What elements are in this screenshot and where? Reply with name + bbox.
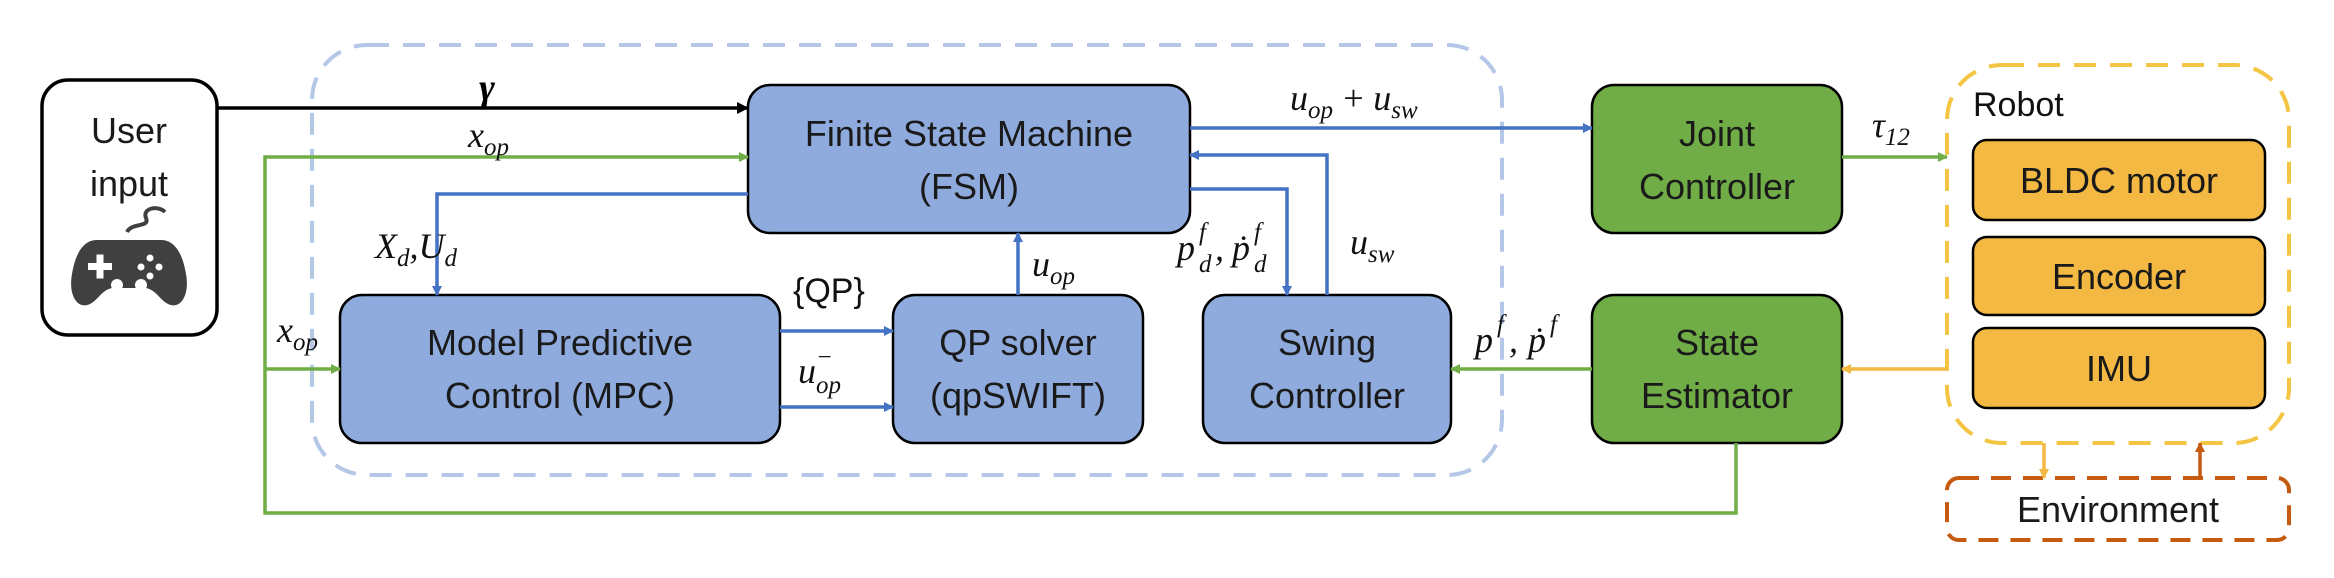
svg-text:d: d xyxy=(1199,251,1212,278)
arrow-xop-to-fsm xyxy=(263,152,749,507)
label-pf: p f , ṗ f xyxy=(1472,311,1560,360)
user-input-line1: User xyxy=(91,110,167,151)
label-uop-minus: uop xyxy=(798,351,841,399)
imu-label: IMU xyxy=(2086,348,2152,389)
label-pdf: p f d , ṗ f d xyxy=(1174,219,1267,278)
robot-title: Robot xyxy=(1973,86,2064,124)
label-qp-set: {QP} xyxy=(793,272,865,310)
svg-text:f: f xyxy=(1254,219,1264,246)
svg-text:f: f xyxy=(1199,219,1209,246)
arrow-fsm-to-mpc xyxy=(432,192,748,296)
bldc-motor-box: BLDC motor xyxy=(1971,138,2267,222)
svg-text:f: f xyxy=(1497,311,1507,338)
label-gamma: γ xyxy=(479,67,495,109)
state-estimator-block: State Estimator xyxy=(1590,293,1844,445)
label-uop-plus-usw: uop+usw xyxy=(1290,78,1418,124)
arrow-swing-to-fsm xyxy=(1189,150,1329,295)
swing-line2: Controller xyxy=(1249,375,1405,416)
encoder-box: Encoder xyxy=(1971,235,2267,317)
label-xop-top: xop xyxy=(467,115,509,161)
joint-line1: Joint xyxy=(1679,113,1755,154)
mpc-line2: Control (MPC) xyxy=(445,375,675,416)
user-input-line2: input xyxy=(90,163,168,204)
environment-label: Environment xyxy=(2017,489,2219,530)
environment-block: Environment xyxy=(1945,476,2291,542)
joint-line2: Controller xyxy=(1639,166,1795,207)
mpc-line1: Model Predictive xyxy=(427,322,693,363)
svg-text:d: d xyxy=(1254,251,1267,278)
svg-text:p: p xyxy=(1472,320,1493,360)
fsm-block: Finite State Machine (FSM) xyxy=(746,83,1192,235)
label-usw: usw xyxy=(1350,222,1395,268)
arrow-state-feedback xyxy=(263,443,1738,515)
qp-solver-line2: (qpSWIFT) xyxy=(930,375,1106,416)
svg-text:,: , xyxy=(1215,228,1224,268)
label-xop-left: xop xyxy=(276,310,318,356)
controller-boundary xyxy=(310,43,1504,477)
mpc-block: Model Predictive Control (MPC) xyxy=(338,293,782,445)
gamepad-icon xyxy=(71,206,187,306)
state-est-line1: State xyxy=(1675,322,1759,363)
swing-controller-block: Swing Controller xyxy=(1201,293,1453,445)
bldc-motor-label: BLDC motor xyxy=(2020,160,2218,201)
label-tau: τ12 xyxy=(1872,105,1910,151)
state-est-line2: Estimator xyxy=(1641,375,1793,416)
swing-line1: Swing xyxy=(1278,322,1376,363)
arrow-fsm-to-swing xyxy=(1190,187,1292,296)
svg-text:p: p xyxy=(1174,228,1195,268)
label-xd-ud: Xd,Ud xyxy=(373,226,458,272)
joint-controller-block: Joint Controller xyxy=(1590,83,1844,235)
label-uop-up: uop xyxy=(1032,244,1075,290)
label-uop-minus-sup: − xyxy=(816,344,833,371)
svg-text:f: f xyxy=(1550,311,1560,338)
fsm-line1: Finite State Machine xyxy=(805,113,1133,154)
robot-container: Robot BLDC motor Encoder IMU xyxy=(1945,63,2291,445)
encoder-label: Encoder xyxy=(2052,256,2186,297)
imu-box: IMU xyxy=(1971,326,2267,410)
user-input-block: User input xyxy=(40,78,219,337)
svg-text:ṗ: ṗ xyxy=(1525,320,1546,360)
svg-text:,: , xyxy=(1509,320,1518,360)
fsm-line2: (FSM) xyxy=(919,166,1019,207)
qp-solver-line1: QP solver xyxy=(939,322,1096,363)
qp-solver-block: QP solver (qpSWIFT) xyxy=(891,293,1145,445)
svg-text:ṗ: ṗ xyxy=(1229,228,1250,268)
